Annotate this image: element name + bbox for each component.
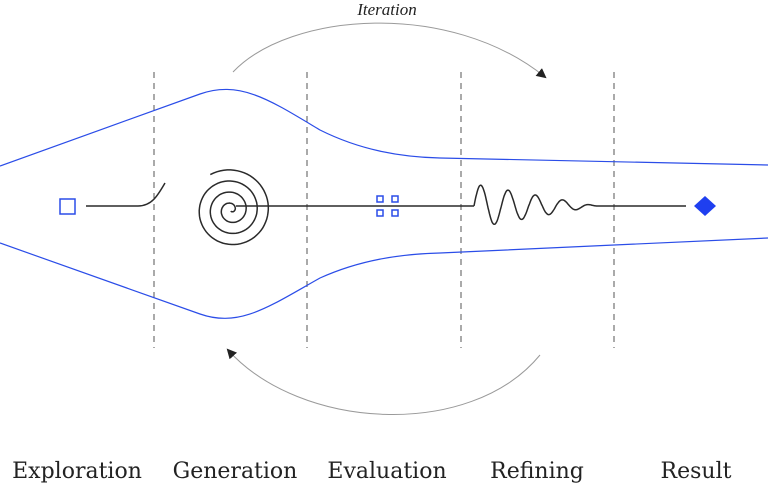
funnel-lower-boundary [0,237,768,319]
stage-label-refining: Refining [490,459,584,484]
stage-label-result: Result [661,459,732,484]
stage-label-evaluation: Evaluation [327,459,446,484]
funnel-upper-boundary [0,88,768,167]
iteration-arrow-top [232,22,547,79]
stage-label-generation: Generation [173,459,298,484]
process-wave [473,184,597,226]
process-line-exploration [86,182,166,207]
process-path [86,169,686,246]
four-squares-icon [376,195,399,217]
iteration-label: Iteration [356,0,417,19]
hollow-square-icon [59,198,76,215]
stage-dividers [153,72,615,348]
filled-diamond-icon [694,196,716,216]
iteration-arrow-bottom [226,348,541,415]
process-spiral [198,169,270,246]
stage-label-exploration: Exploration [12,459,142,484]
stage-labels: Exploration Generation Evaluation Refini… [12,459,732,484]
